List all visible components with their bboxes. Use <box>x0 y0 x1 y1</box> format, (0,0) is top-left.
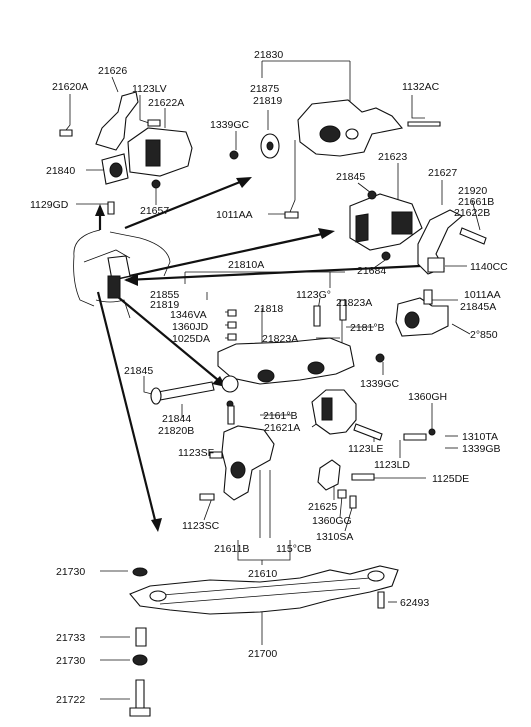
label-21625: 21625 <box>308 501 337 513</box>
label-1123LE: 1123LE <box>348 443 383 455</box>
label-21661B: 21661B <box>458 196 494 208</box>
part-labels: 21830 21626 21620A 1123LV 21622A 21875 2… <box>30 49 508 706</box>
arrow-head-4 <box>124 274 138 286</box>
label-1140CC: 1140CC <box>470 261 508 273</box>
label-21627: 21627 <box>428 167 457 179</box>
direction-arrows <box>95 177 421 532</box>
label-21623: 21623 <box>378 151 407 163</box>
label-1123LV: 1123LV <box>132 83 167 95</box>
label-21733: 21733 <box>56 632 85 644</box>
label-21840: 21840 <box>46 165 75 177</box>
label-1025DA: 1025DA <box>172 333 210 345</box>
engine-outline <box>73 229 171 319</box>
arrow-head-6 <box>151 518 162 532</box>
label-21823A-mid: 21823A <box>262 333 298 345</box>
label-1339GB: 1339GB <box>462 443 501 455</box>
label-21845A: 21845A <box>460 301 496 313</box>
label-21618B: 2161°B <box>263 410 298 422</box>
arrow-head-3 <box>95 204 105 216</box>
label-1132AC: 1132AC <box>402 81 440 93</box>
label-1151CB: 115°CB <box>276 543 312 555</box>
label-1125DE: 1125DE <box>432 473 469 485</box>
bracket-21611B <box>221 425 275 501</box>
label-1123GT: 1123G° <box>296 289 331 301</box>
label-21845-mid: 21845 <box>124 365 153 377</box>
label-1310SA: 1310SA <box>316 531 353 543</box>
label-1360GG: 1360GG <box>312 515 352 527</box>
label-21622B: 21622B <box>454 207 490 219</box>
label-21684: 21684 <box>357 265 386 277</box>
label-21823A-top: 21823A <box>336 297 372 309</box>
label-1123SC: 1123SC <box>182 520 220 532</box>
label-21820B: 21820B <box>158 425 194 437</box>
label-1011AA-top: 1011AA <box>216 209 253 221</box>
label-1123LD: 1123LD <box>374 459 410 471</box>
bracket-21625 <box>317 459 341 491</box>
arrow-head-1 <box>236 177 252 188</box>
label-21855: 21855 <box>150 289 179 301</box>
label-21722: 21722 <box>56 694 85 706</box>
bolt-1132AC <box>407 121 441 127</box>
label-21730-bottom: 21730 <box>56 655 85 667</box>
label-21730-top: 21730 <box>56 566 85 578</box>
label-21819-mid: 21819 <box>150 299 179 311</box>
label-21819-top: 21819 <box>253 95 282 107</box>
label-21700: 21700 <box>248 648 277 660</box>
label-62493: 62493 <box>400 597 429 609</box>
label-21830: 21830 <box>254 49 283 61</box>
label-21818B: 2181°B <box>350 322 385 334</box>
crossmember-21700 <box>129 565 399 615</box>
mount-21850 <box>395 297 449 337</box>
arrow-head-2 <box>318 228 335 239</box>
label-21622A: 21622A <box>148 97 184 109</box>
label-1123SF: 1123SF <box>178 447 214 459</box>
label-21875: 21875 <box>250 83 279 95</box>
parts <box>59 91 487 717</box>
label-21810A: 21810A <box>228 259 264 271</box>
label-1129GD: 1129GD <box>30 199 69 211</box>
label-21850: 2°850 <box>470 329 498 341</box>
label-21620A: 21620A <box>52 81 88 93</box>
mount-21621A <box>311 389 357 435</box>
label-21610: 21610 <box>248 568 277 580</box>
label-1310TA: 1310TA <box>462 431 498 443</box>
label-1011AA-right: 1011AA <box>464 289 501 301</box>
label-21611B: 21611B <box>214 543 249 555</box>
label-21818: 21818 <box>254 303 283 315</box>
label-21844: 21844 <box>162 413 191 425</box>
label-1360GH: 1360GH <box>408 391 447 403</box>
mount-21830 <box>297 99 404 157</box>
label-1360JD: 1360JD <box>172 321 209 333</box>
label-21920: 21920 <box>458 185 487 197</box>
label-21657: 21657 <box>140 205 169 217</box>
label-21845-top: 21845 <box>336 171 365 183</box>
label-21621A: 21621A <box>264 422 300 434</box>
label-1346VA: 1346VA <box>170 309 207 321</box>
label-21626: 21626 <box>98 65 127 77</box>
label-1339GC-top: 1339GC <box>210 119 250 131</box>
bracket-21626 <box>95 91 139 151</box>
label-1339GC-mid: 1339GC <box>360 378 400 390</box>
bolt-21844 <box>157 381 215 401</box>
